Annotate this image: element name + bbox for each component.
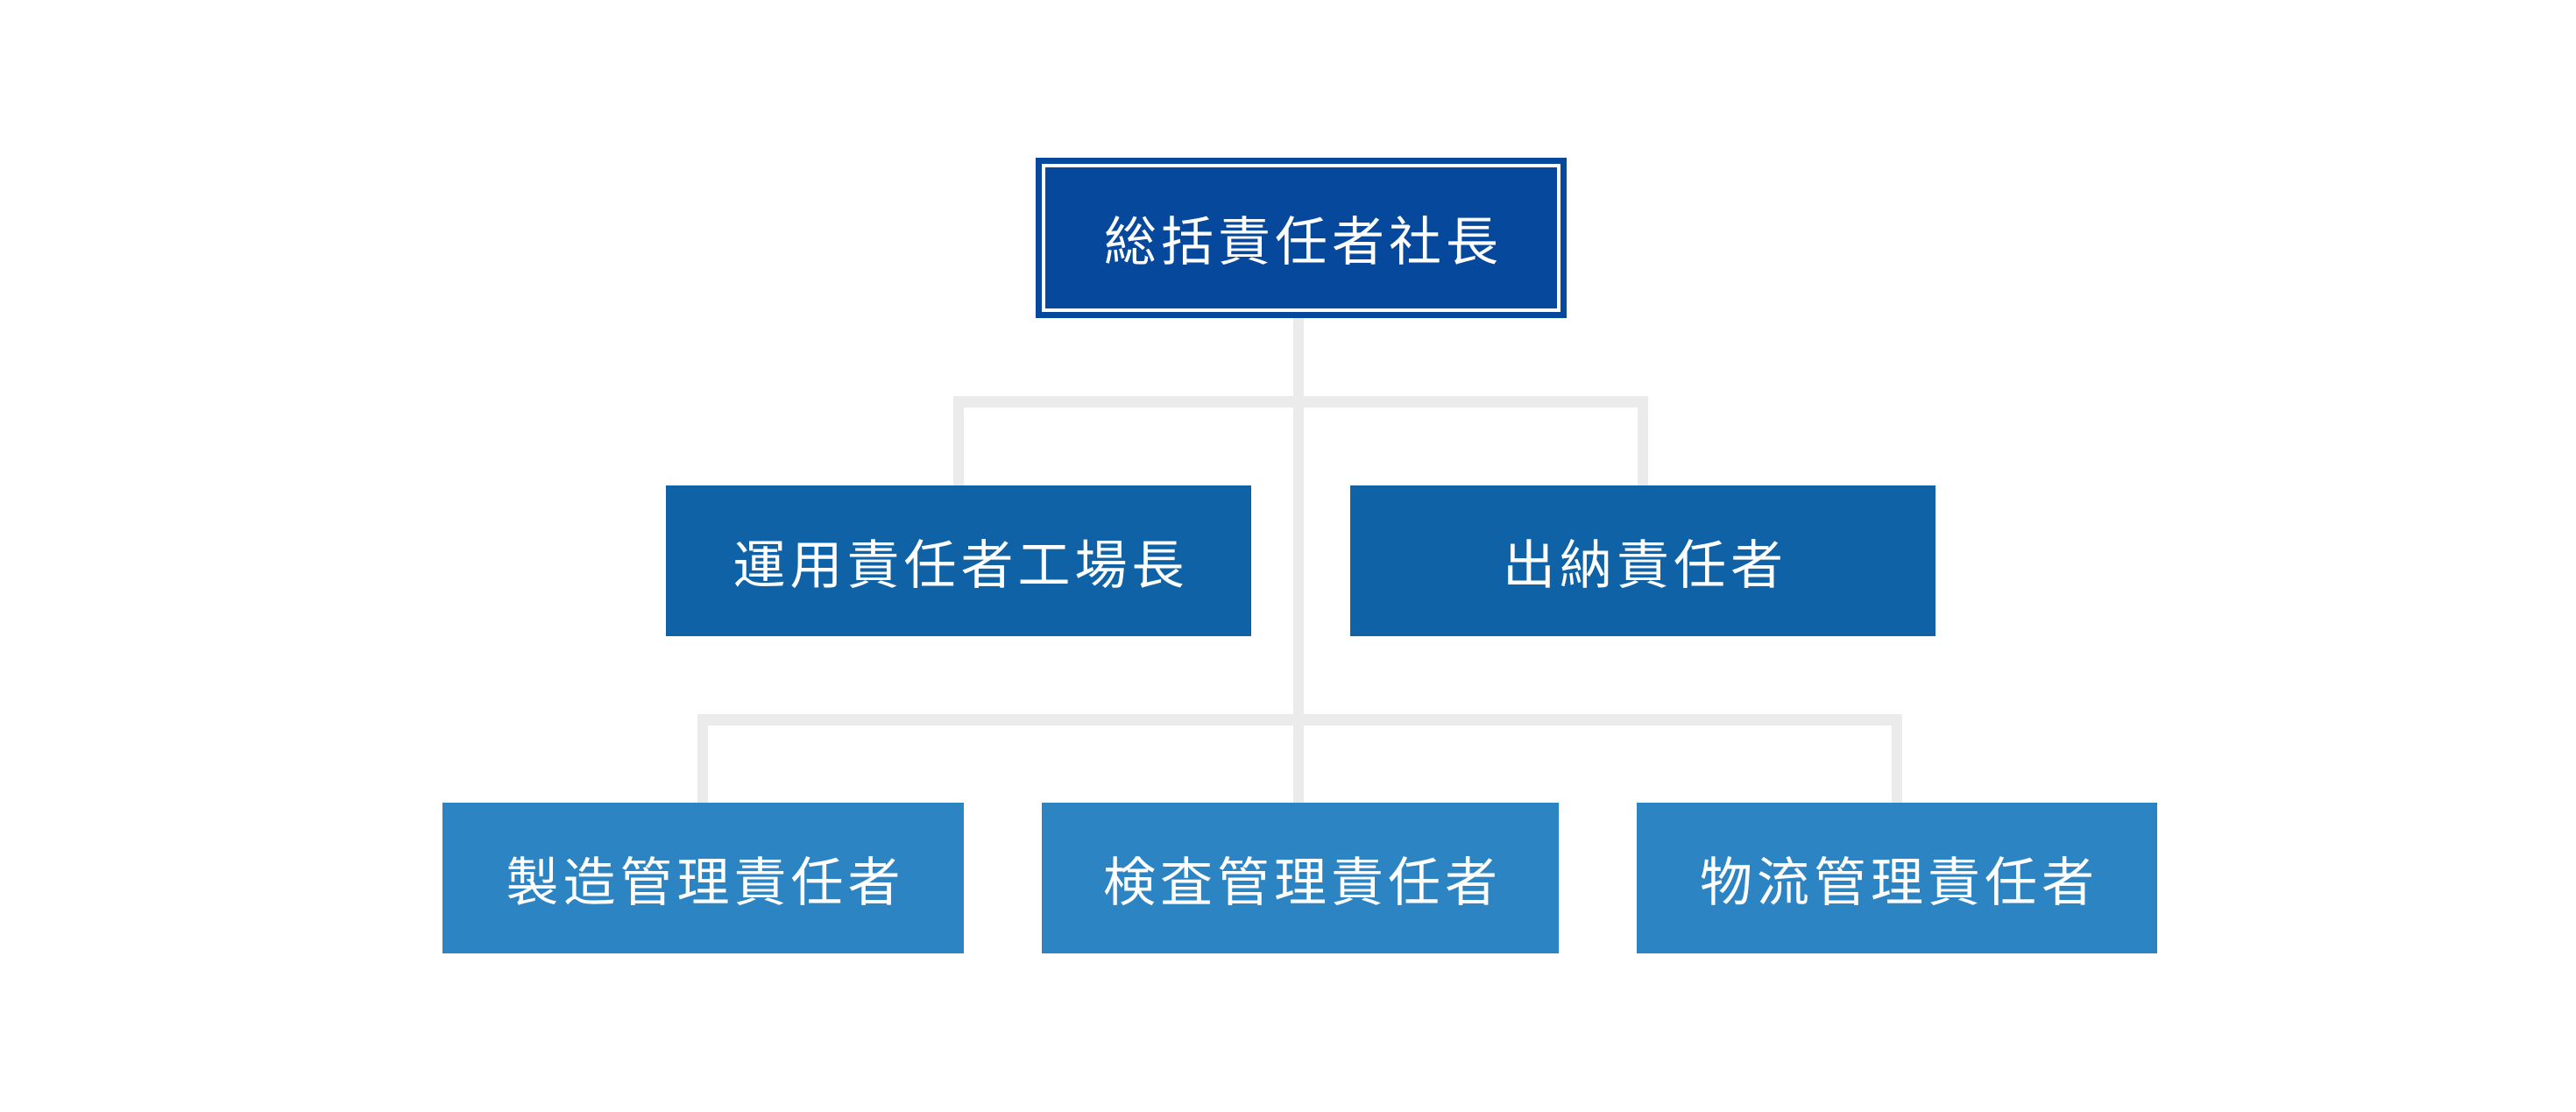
connector-level2-bar: [953, 396, 1648, 407]
org-node-label: 総括責任者社長: [1104, 212, 1503, 273]
connector-drop-treasurer: [1638, 396, 1648, 485]
org-node-operations-manager-factory-head: 運用責任者工場長: [666, 485, 1251, 636]
org-node-label: 製造管理責任者: [506, 852, 905, 914]
connector-root-stem: [1293, 318, 1304, 803]
connector-drop-manufacturing: [697, 714, 708, 803]
org-node-manufacturing-manager: 製造管理責任者: [442, 803, 964, 953]
connector-drop-logistics: [1892, 714, 1902, 803]
org-node-general-manager-president: 総括責任者社長: [1036, 158, 1567, 318]
org-node-logistics-manager: 物流管理責任者: [1637, 803, 2157, 953]
connector-level3-bar: [697, 714, 1902, 726]
org-node-label: 物流管理責任者: [1700, 852, 2098, 914]
org-node-treasurer: 出納責任者: [1350, 485, 1936, 636]
org-node-inspection-manager: 検査管理責任者: [1042, 803, 1559, 953]
org-node-label: 検査管理責任者: [1103, 852, 1502, 914]
org-node-label: 運用責任者工場長: [732, 535, 1189, 597]
org-node-label: 出納責任者: [1503, 535, 1787, 597]
connector-drop-operations: [953, 396, 964, 485]
